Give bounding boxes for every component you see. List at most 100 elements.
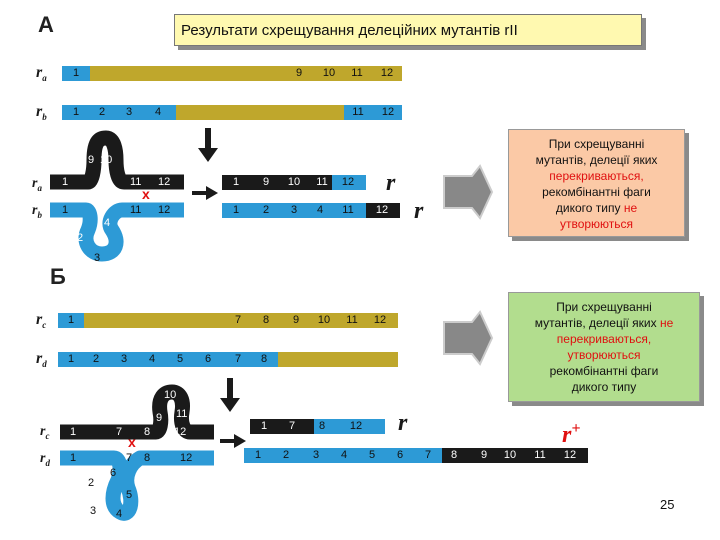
rc-chromosome-bar: 1 7 8 9 10 11 12 xyxy=(58,313,398,328)
pair-number: 1 xyxy=(62,204,69,216)
gene-number: 1 xyxy=(232,176,240,188)
gene-number: 11 xyxy=(346,314,358,326)
pair-number: 8 xyxy=(144,426,151,438)
arrow-right-icon xyxy=(192,186,218,200)
gene-number: 2 xyxy=(282,449,290,461)
gene-label-ra-pair: ra xyxy=(32,176,42,193)
page-title: Результати схрещування делеційних мутант… xyxy=(181,21,518,39)
note-line-red: утворюються xyxy=(559,217,634,231)
gene-number: 1 xyxy=(254,449,262,461)
gene-number: 11 xyxy=(316,176,328,188)
gene-number: 7 xyxy=(288,420,296,432)
gene-number: 8 xyxy=(262,314,270,326)
result-r-plus-label: r+ xyxy=(562,420,581,448)
cross-mark: x xyxy=(142,186,150,202)
arrow-right-icon xyxy=(220,434,246,448)
gene-number: 3 xyxy=(312,449,320,461)
loop-number: 6 xyxy=(110,467,117,479)
cross-mark: x xyxy=(128,434,136,450)
loop-number: 4 xyxy=(104,217,111,229)
gene-number: 10 xyxy=(317,314,331,326)
gene-number: 2 xyxy=(92,353,100,365)
gene-number: 8 xyxy=(260,353,268,365)
gene-number: 11 xyxy=(534,449,546,461)
note-line: дикого типу xyxy=(571,380,637,394)
note-box-a: При схрещуванні мутантів, делеції яких п… xyxy=(508,129,685,237)
gene-number: 11 xyxy=(352,106,364,118)
gene-number: 12 xyxy=(341,176,355,188)
note-word-red: не xyxy=(623,201,638,215)
gene-number: 4 xyxy=(316,204,324,216)
note-line: дикого типу xyxy=(555,201,621,215)
gene-number: 3 xyxy=(125,106,133,118)
gene-number: 1 xyxy=(232,204,240,216)
loop-number: 4 xyxy=(116,508,123,520)
gene-number: 9 xyxy=(480,449,488,461)
gene-number: 5 xyxy=(368,449,376,461)
pair-number: 8 xyxy=(144,452,151,464)
gene-number: 10 xyxy=(322,67,336,79)
loop-number: 11 xyxy=(176,408,188,420)
block-arrow-icon xyxy=(443,164,494,220)
pair-number: 12 xyxy=(174,426,187,438)
gene-number: 2 xyxy=(262,204,270,216)
rd-chromosome-bar: 1 2 3 4 5 6 7 8 xyxy=(58,352,398,367)
gene-number: 12 xyxy=(375,204,389,216)
pair-number: 1 xyxy=(70,452,77,464)
gene-number: 9 xyxy=(292,314,300,326)
gene-number: 3 xyxy=(290,204,298,216)
loop-number: 2 xyxy=(77,232,84,244)
gene-number: 1 xyxy=(260,420,268,432)
result-r-label-2: r xyxy=(414,198,424,224)
result-r-label: r xyxy=(386,170,396,196)
gene-number: 6 xyxy=(204,353,212,365)
pair-number: 12 xyxy=(158,176,171,188)
gene-number: 1 xyxy=(72,67,80,79)
gene-label-rc-pair: rc xyxy=(40,424,50,441)
result-r-label-3: r xyxy=(398,410,408,436)
gene-number: 12 xyxy=(349,420,363,432)
rb-chromosome-bar: 1 2 3 4 11 12 xyxy=(62,105,402,120)
gene-label-rb: rb xyxy=(36,103,47,123)
gene-number: 4 xyxy=(154,106,162,118)
pair-number: 11 xyxy=(130,176,142,188)
pairing-loop-diagram-b xyxy=(60,384,214,521)
note-line: рекомбінантні фаги xyxy=(542,185,651,199)
note-word-red: не xyxy=(659,316,674,330)
gene-number: 4 xyxy=(340,449,348,461)
gene-number: 9 xyxy=(262,176,270,188)
arrow-down-icon xyxy=(220,378,240,412)
gene-number: 5 xyxy=(176,353,184,365)
loop-number: 10 xyxy=(164,389,177,401)
loop-number: 9 xyxy=(88,154,95,166)
pair-number: 1 xyxy=(70,426,77,438)
gene-number: 7 xyxy=(234,353,242,365)
note-line: При схрещуванні xyxy=(556,300,652,314)
result-bar-a-top: 1 9 10 11 12 xyxy=(222,175,366,190)
gene-number: 12 xyxy=(381,106,395,118)
gene-number: 7 xyxy=(234,314,242,326)
loop-number: 9 xyxy=(156,412,163,424)
gene-label-rd-pair: rd xyxy=(40,451,50,468)
gene-number: 10 xyxy=(503,449,517,461)
pairing-loop-diagram-a xyxy=(50,130,184,262)
gene-number: 1 xyxy=(67,353,75,365)
note-line: рекомбінантні фаги xyxy=(549,364,659,378)
loop-number: 3 xyxy=(94,252,101,264)
gene-number: 12 xyxy=(373,314,387,326)
loop-number: 3 xyxy=(90,505,97,517)
gene-number: 10 xyxy=(287,176,301,188)
gene-label-ra: ra xyxy=(36,64,47,84)
note-line: мутантів, делеції яких xyxy=(535,153,658,167)
gene-number: 9 xyxy=(295,67,303,79)
gene-number: 12 xyxy=(380,67,394,79)
page-number: 25 xyxy=(660,497,675,512)
gene-number: 11 xyxy=(342,204,354,216)
gene-number: 8 xyxy=(318,420,326,432)
gene-number: 4 xyxy=(148,353,156,365)
loop-number: 2 xyxy=(88,477,95,489)
arrow-down-icon xyxy=(198,128,218,162)
note-line: мутантів, делеції яких xyxy=(534,316,657,330)
gene-number: 1 xyxy=(67,314,75,326)
loop-number: 10 xyxy=(100,154,113,166)
